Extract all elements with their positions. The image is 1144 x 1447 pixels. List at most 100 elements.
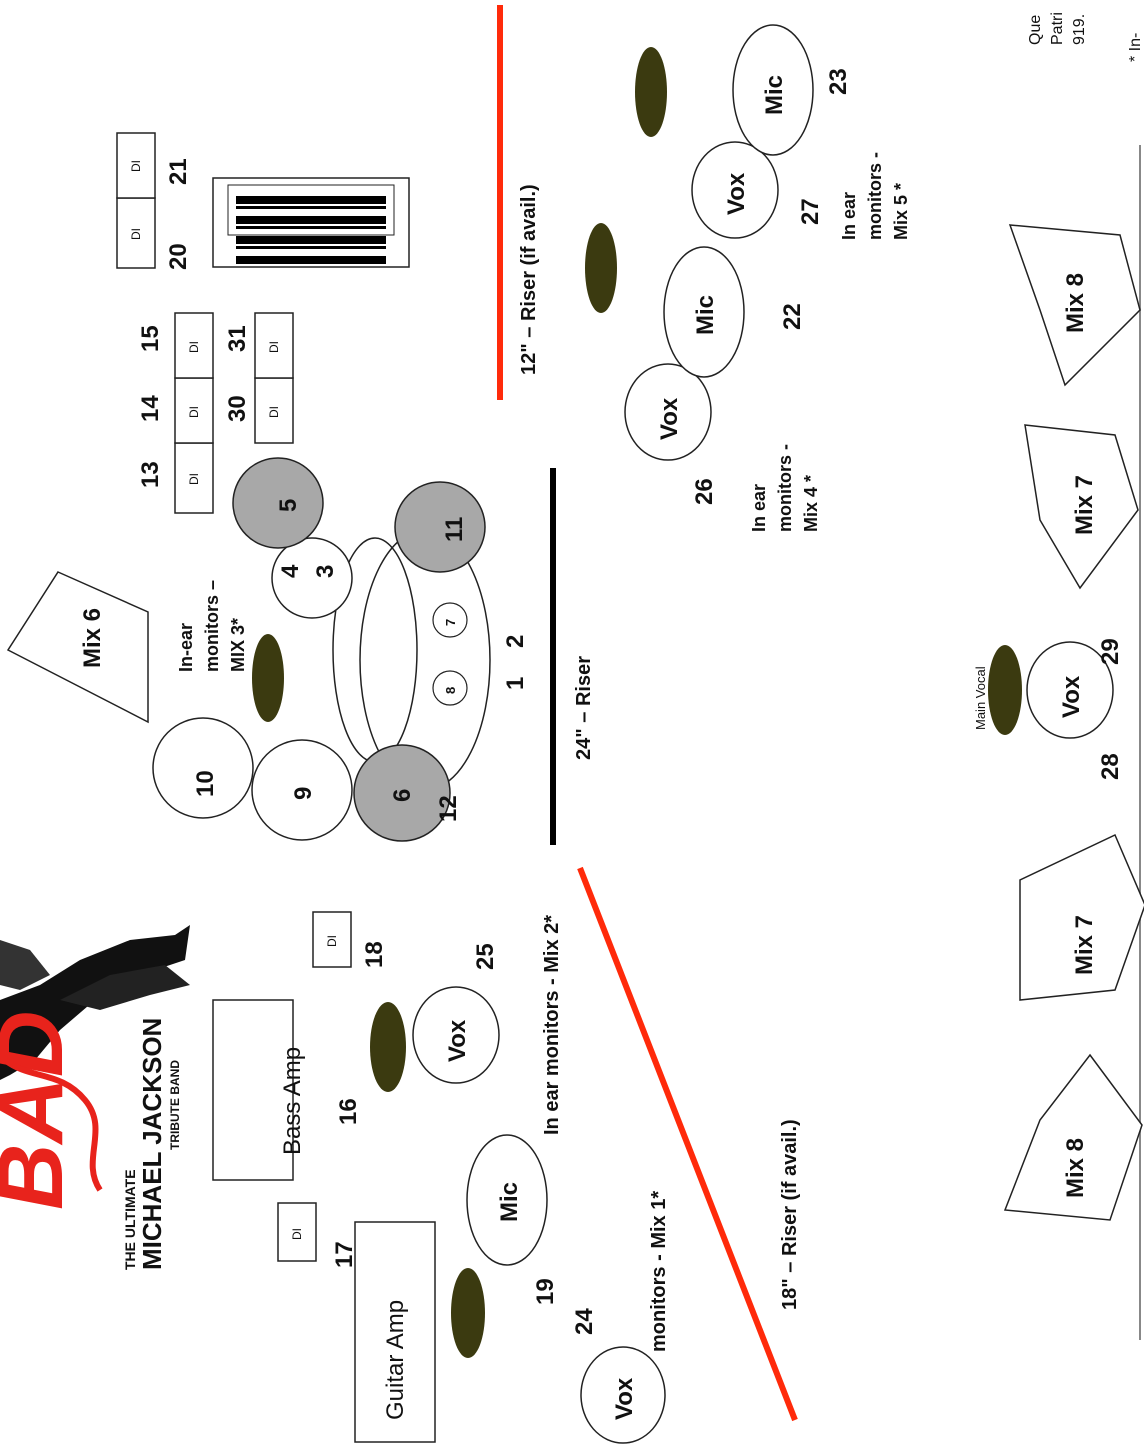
ch-31: 31 xyxy=(224,325,251,352)
footnote-snippet: * In- xyxy=(1127,33,1144,62)
vox-label-27: Vox xyxy=(723,172,750,215)
monitor-puck-right-top xyxy=(635,47,667,137)
dancer-silhouette-icon xyxy=(0,925,190,1080)
mic-label-19: Mic xyxy=(496,1182,523,1222)
mix7-left-label: Mix 7 xyxy=(1071,915,1098,975)
mix8-right-label: Mix 8 xyxy=(1062,273,1089,333)
monitor-puck-main-vocal xyxy=(988,645,1022,735)
ch-24: 24 xyxy=(571,1308,598,1335)
di-box-30 xyxy=(254,377,294,444)
mic-22 xyxy=(663,246,745,378)
mic-19 xyxy=(466,1134,548,1266)
mix6-label: Mix 6 xyxy=(79,608,106,668)
monitor-puck-guitar xyxy=(451,1268,485,1358)
riser-18-label: 18" – Riser (if avail.) xyxy=(779,1119,801,1310)
drum-8 xyxy=(432,670,468,706)
ch-16: 16 xyxy=(335,1098,362,1125)
ch-27: 27 xyxy=(797,198,824,225)
wedge-mix8-left xyxy=(1003,1053,1143,1221)
vox-25 xyxy=(412,986,500,1084)
ch-25: 25 xyxy=(472,943,499,970)
di-label-13: DI xyxy=(187,473,201,485)
ch-14: 14 xyxy=(137,395,164,422)
drum-9 xyxy=(251,739,353,841)
ch-20: 20 xyxy=(165,243,192,270)
iem-mix4-line1: In ear xyxy=(749,484,769,532)
ch-8: 8 xyxy=(443,687,458,694)
riser-12-label: 12" – Riser (if avail.) xyxy=(518,184,540,375)
svg-text:BAD: BAD xyxy=(0,1011,82,1210)
vox-24 xyxy=(580,1346,666,1444)
iem-mix4-line2: monitors - xyxy=(775,444,795,532)
ch-9: 9 xyxy=(290,787,317,800)
drum-kit xyxy=(152,457,491,842)
ch-19: 19 xyxy=(532,1278,559,1305)
ch-11: 11 xyxy=(441,517,468,542)
ch-18: 18 xyxy=(361,941,388,968)
main-vocal-label: Main Vocal xyxy=(973,666,988,730)
bass-amp-label: Bass Amp xyxy=(279,1047,306,1155)
ch-7: 7 xyxy=(443,619,458,626)
ch-3: 3 xyxy=(312,565,339,578)
ch-6: 6 xyxy=(389,789,416,802)
logo-line3: TRIBUTE BAND xyxy=(168,1060,182,1150)
di-box-31 xyxy=(254,312,294,379)
vox-label-24: Vox xyxy=(611,1377,638,1420)
header-line3: 919. xyxy=(1071,14,1088,45)
guitar-amp-label: Guitar Amp xyxy=(382,1300,409,1420)
mix8-left-label: Mix 8 xyxy=(1062,1138,1089,1198)
ch-5: 5 xyxy=(275,499,302,512)
ch-30: 30 xyxy=(224,395,251,422)
header-line2: Patri xyxy=(1049,12,1066,45)
di-boxes xyxy=(116,132,352,1262)
drum-7 xyxy=(432,602,468,638)
keyboard-key xyxy=(236,196,386,204)
di-label-15: DI xyxy=(187,341,201,353)
drum-11 xyxy=(394,481,486,573)
iem-mix1-label: monitors - Mix 1* xyxy=(648,1191,670,1352)
drum-3-4 xyxy=(271,537,353,619)
band-logo: BAD THE ULTIMATE MICHAEL JACKSON TRIBUTE… xyxy=(0,925,190,1270)
keyboard-key xyxy=(236,226,386,229)
vox-main xyxy=(1026,641,1114,739)
guitar-amp xyxy=(354,1221,436,1443)
logo-line2: MICHAEL JACKSON xyxy=(137,1018,167,1270)
di-box-18 xyxy=(312,911,352,968)
di-box-13 xyxy=(174,442,214,514)
wedge-mix7-left xyxy=(1019,833,1144,1001)
ch-15: 15 xyxy=(137,325,164,352)
bass-amp xyxy=(212,999,294,1181)
iem-mix3-line1: In-ear xyxy=(176,623,196,672)
di-box-15 xyxy=(174,312,214,379)
di-label-21: DI xyxy=(129,160,143,172)
wedge-mix6 xyxy=(6,571,149,724)
ch-26: 26 xyxy=(691,478,718,505)
drum-10 xyxy=(152,717,254,819)
di-box-17 xyxy=(277,1202,317,1262)
keyboard xyxy=(212,177,410,268)
ch-13: 13 xyxy=(137,461,164,488)
iem-mix3-line2: monitors – xyxy=(202,580,222,672)
di-label-20: DI xyxy=(129,228,143,240)
di-label-30: DI xyxy=(267,406,281,418)
ch-21: 21 xyxy=(165,158,192,185)
di-label-18: DI xyxy=(325,935,339,947)
monitor-puck-right-mid xyxy=(585,223,617,313)
vox-label-25: Vox xyxy=(444,1019,471,1062)
di-box-20 xyxy=(116,197,156,269)
ch-23: 23 xyxy=(825,68,852,95)
logo-line1: THE ULTIMATE xyxy=(122,1169,138,1270)
vox-label-26: Vox xyxy=(656,397,683,440)
di-label-17: DI xyxy=(290,1228,304,1240)
di-box-21 xyxy=(116,132,156,199)
monitor-puck-drums xyxy=(252,634,284,722)
di-label-14: DI xyxy=(187,406,201,418)
keyboard-key xyxy=(236,246,386,249)
drum-6-12 xyxy=(353,744,451,842)
mic-23 xyxy=(732,24,814,156)
drum-5 xyxy=(232,457,324,549)
ch-4: 4 xyxy=(277,564,304,578)
riser-18-line xyxy=(577,866,798,1422)
iem-mix4-line3: Mix 4 * xyxy=(801,475,821,532)
